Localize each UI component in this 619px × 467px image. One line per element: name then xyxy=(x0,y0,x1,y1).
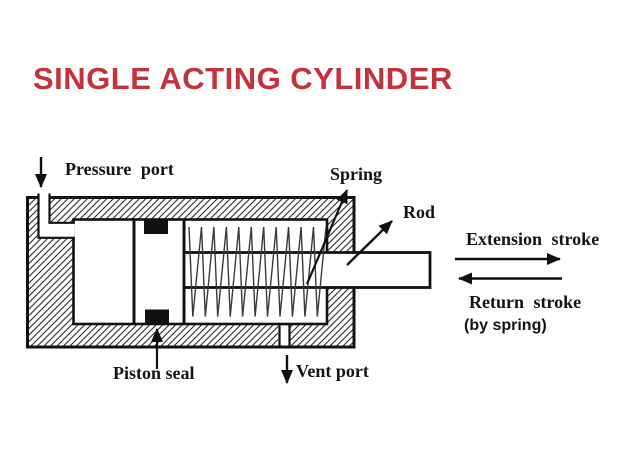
pressure-port-channel xyxy=(38,193,75,238)
pressure-port-label: Pressure port xyxy=(65,159,174,179)
page-title: SINGLE ACTING CYLINDER xyxy=(33,61,453,96)
rod-callout-arrow-icon xyxy=(346,220,393,266)
rod-label: Rod xyxy=(403,202,436,222)
return-stroke-label: Return stroke xyxy=(469,292,582,312)
piston-seal-label: Piston seal xyxy=(113,363,195,383)
piston-seal-bottom xyxy=(145,309,169,324)
vent-port-label: Vent port xyxy=(296,361,369,381)
extension-stroke-label: Extension stroke xyxy=(466,229,600,249)
pressure-port-outline xyxy=(37,193,75,239)
spring-coil xyxy=(188,226,327,317)
spring-label: Spring xyxy=(330,164,383,184)
by-spring-label: (by spring) xyxy=(464,317,547,334)
spring-callout-arrow-icon xyxy=(305,189,349,285)
vent-port-slot xyxy=(278,325,291,346)
piston-seal-top xyxy=(144,219,168,234)
